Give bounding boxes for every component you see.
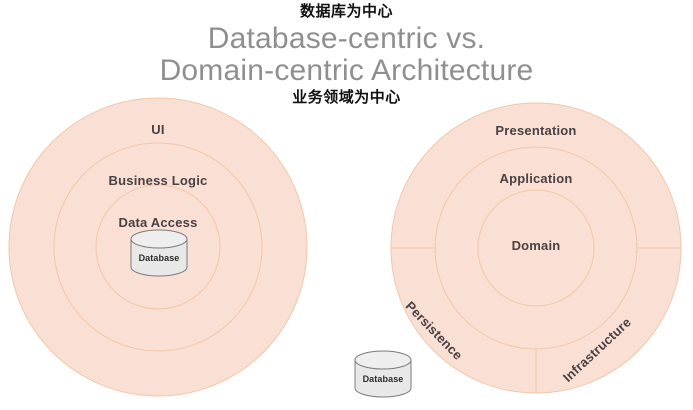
ring-label-ui: UI: [151, 122, 165, 137]
cylinder-body: [354, 359, 412, 398]
database-cylinder-inner: [130, 229, 188, 277]
ring-label-domain: Domain: [511, 238, 561, 253]
ring-label-data-access: Data Access: [118, 215, 198, 230]
ring-label-business-logic: Business Logic: [108, 173, 208, 188]
ring-label-presentation: Presentation: [495, 123, 577, 138]
cylinder-top: [130, 229, 188, 249]
database-label-inner: Database: [138, 253, 180, 263]
cylinder-top: [354, 350, 412, 370]
database-cylinder-external: [354, 350, 412, 398]
ring-domain: [477, 189, 595, 307]
ring-label-application: Application: [499, 171, 573, 186]
cylinder-body: [130, 238, 188, 277]
diagram-domain-centric: [390, 102, 682, 394]
database-label-external: Database: [362, 374, 404, 384]
